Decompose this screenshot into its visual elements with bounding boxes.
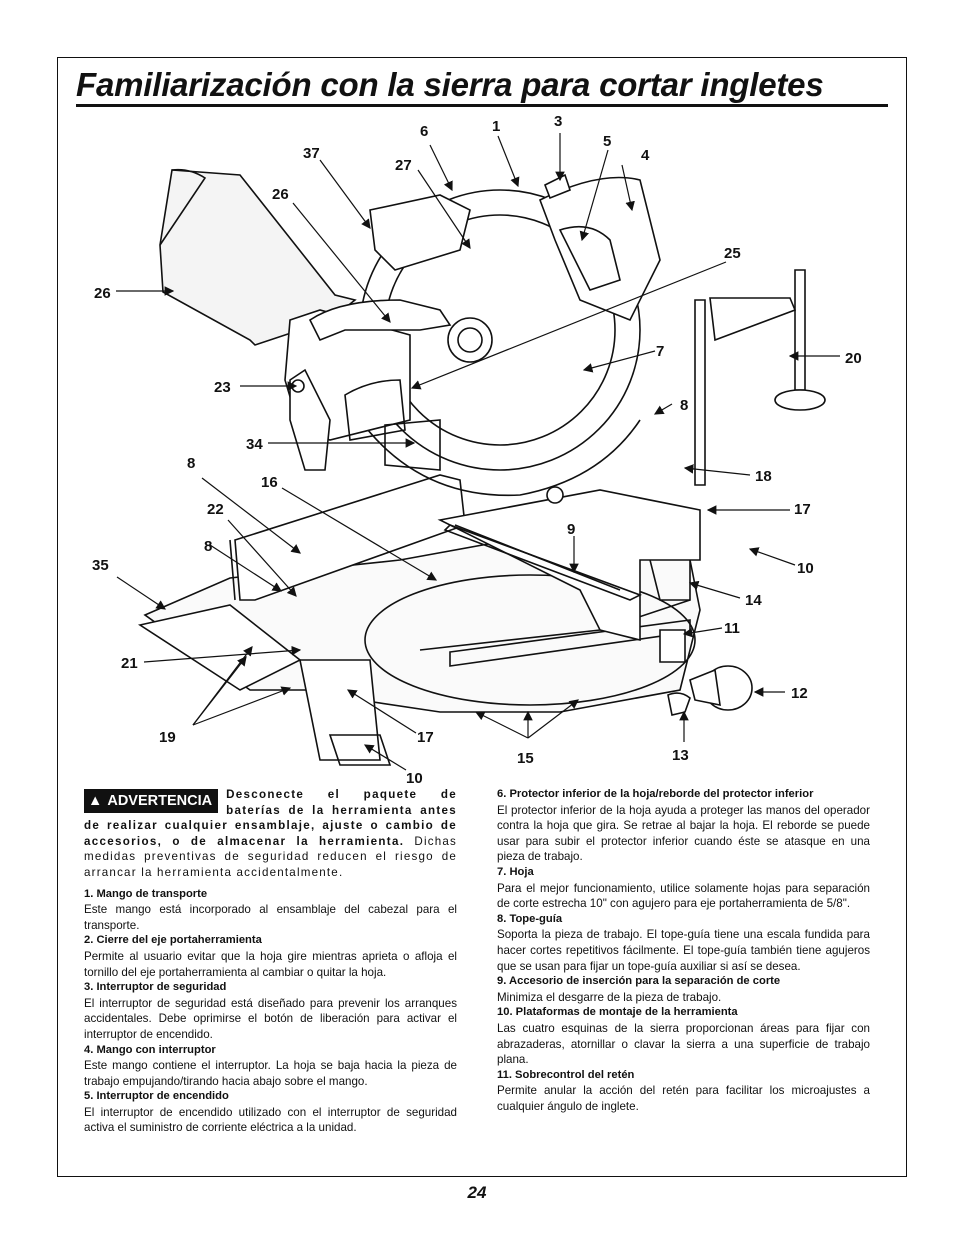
- callout-27: 27: [395, 157, 412, 174]
- list-item: 5. Interruptor de encendido El interrupt…: [84, 1089, 457, 1136]
- item-title: 8. Tope-guía: [497, 912, 563, 925]
- right-column: 6. Protector inferior de la hoja/reborde…: [497, 787, 870, 1114]
- item-title: 2. Cierre del eje portaherramienta: [84, 934, 262, 947]
- item-title: 10. Plataformas de montaje de la herrami…: [497, 1006, 738, 1019]
- item-text: Permite al usuario evitar que la hoja gi…: [84, 949, 457, 979]
- callout-12: 12: [791, 685, 808, 702]
- page-number: 24: [467, 1183, 487, 1202]
- list-item: 11. Sobrecontrol del retén Permite anula…: [497, 1068, 870, 1115]
- item-text: El protector inferior de la hoja ayuda a…: [497, 803, 870, 864]
- item-title: 9. Accesorio de inserción para la separa…: [497, 975, 781, 988]
- callout-8-top: 8: [187, 455, 195, 472]
- callout-17-bottom: 17: [417, 729, 434, 746]
- callout-23: 23: [214, 379, 231, 396]
- item-text: Permite anular la acción del retén para …: [497, 1084, 870, 1113]
- miter-saw-diagram: 1 3 6 37 27 5 4 26 26 25 20 7 23 8 34 18…: [92, 113, 862, 784]
- page-frame: [57, 57, 907, 1177]
- item-text: Este mango está incorporado al ensamblaj…: [84, 903, 457, 932]
- warning-bold-text: Desconecte el paquete de baterías de la …: [84, 788, 457, 848]
- callout-18: 18: [755, 468, 772, 485]
- callout-1: 1: [492, 118, 500, 135]
- callout-4: 4: [641, 147, 650, 164]
- callout-6: 6: [420, 123, 428, 140]
- saw-illustration: [137, 168, 826, 766]
- list-item: 6. Protector inferior de la hoja/reborde…: [497, 787, 870, 865]
- callout-19: 19: [159, 729, 176, 746]
- warning-badge-label: ADVERTENCIA: [107, 793, 213, 809]
- leader-lines: [116, 133, 840, 771]
- item-text: El interruptor de encendido utilizado co…: [84, 1105, 457, 1135]
- list-item: 2. Cierre del eje portaherramienta Permi…: [84, 933, 457, 980]
- callout-26-top: 26: [272, 186, 289, 203]
- item-title: 5. Interruptor de encendido: [84, 1090, 229, 1103]
- callout-8-left: 8: [204, 538, 212, 555]
- item-text: El interruptor de seguridad está diseñad…: [84, 996, 457, 1041]
- item-text: Soporta la pieza de trabajo. El tope-guí…: [497, 928, 870, 973]
- callout-13: 13: [672, 747, 689, 764]
- item-title: 11. Sobrecontrol del retén: [497, 1068, 635, 1081]
- callout-8-right: 8: [680, 397, 688, 414]
- callout-35: 35: [92, 557, 109, 574]
- item-text: Las cuatro esquinas de la sierra proporc…: [497, 1021, 870, 1067]
- item-title: 7. Hoja: [497, 865, 534, 878]
- callout-9: 9: [567, 521, 575, 538]
- callout-7: 7: [656, 343, 664, 360]
- callout-15: 15: [517, 750, 534, 767]
- callout-22: 22: [207, 501, 224, 518]
- item-title: 1. Mango de transporte: [84, 887, 208, 900]
- page-title: Familiarización con la sierra para corta…: [76, 66, 824, 103]
- callout-10-right: 10: [797, 560, 814, 577]
- callout-11: 11: [724, 620, 740, 637]
- warning-triangle-icon: ▲: [88, 793, 103, 809]
- item-text: Este mango contiene el interruptor. La h…: [84, 1059, 457, 1088]
- list-item: 7. Hoja Para el mejor funcionamiento, ut…: [497, 865, 870, 912]
- list-item: 10. Plataformas de montaje de la herrami…: [497, 1005, 870, 1067]
- callout-21: 21: [121, 655, 138, 672]
- warning-badge: ▲ADVERTENCIA: [84, 789, 219, 813]
- item-title: 4. Mango con interruptor: [84, 1043, 216, 1056]
- list-item: 4. Mango con interruptor Este mango cont…: [84, 1043, 457, 1090]
- callout-numbers: 1 3 6 37 27 5 4 26 26 25 20 7 23 8 34 18…: [92, 113, 862, 784]
- callout-37: 37: [303, 145, 320, 162]
- callout-20: 20: [845, 350, 862, 367]
- callout-26-left: 26: [94, 285, 111, 302]
- title-rule: [76, 104, 888, 107]
- callout-3: 3: [554, 113, 562, 130]
- list-item: 8. Tope-guía Soporta la pieza de trabajo…: [497, 912, 870, 974]
- callout-16: 16: [261, 474, 278, 491]
- list-item: 3. Interruptor de seguridad El interrupt…: [84, 980, 457, 1042]
- callout-5: 5: [603, 133, 611, 150]
- item-text: Para el mejor funcionamiento, utilice so…: [497, 881, 870, 911]
- callout-17-right: 17: [794, 501, 811, 518]
- callout-14: 14: [745, 592, 762, 609]
- item-title: 6. Protector inferior de la hoja/reborde…: [497, 788, 814, 800]
- callout-25: 25: [724, 245, 741, 262]
- list-item: 9. Accesorio de inserción para la separa…: [497, 974, 870, 1005]
- callout-34: 34: [246, 436, 263, 453]
- warning-text: Dichas medidas preventivas de seguridad …: [84, 834, 458, 879]
- callout-10-bottom: 10: [406, 770, 423, 784]
- item-text: Minimiza el desgarre de la pieza de trab…: [497, 990, 722, 1004]
- item-title: 3. Interruptor de seguridad: [84, 981, 227, 994]
- list-item: 1. Mango de transporte Este mango está i…: [84, 887, 457, 934]
